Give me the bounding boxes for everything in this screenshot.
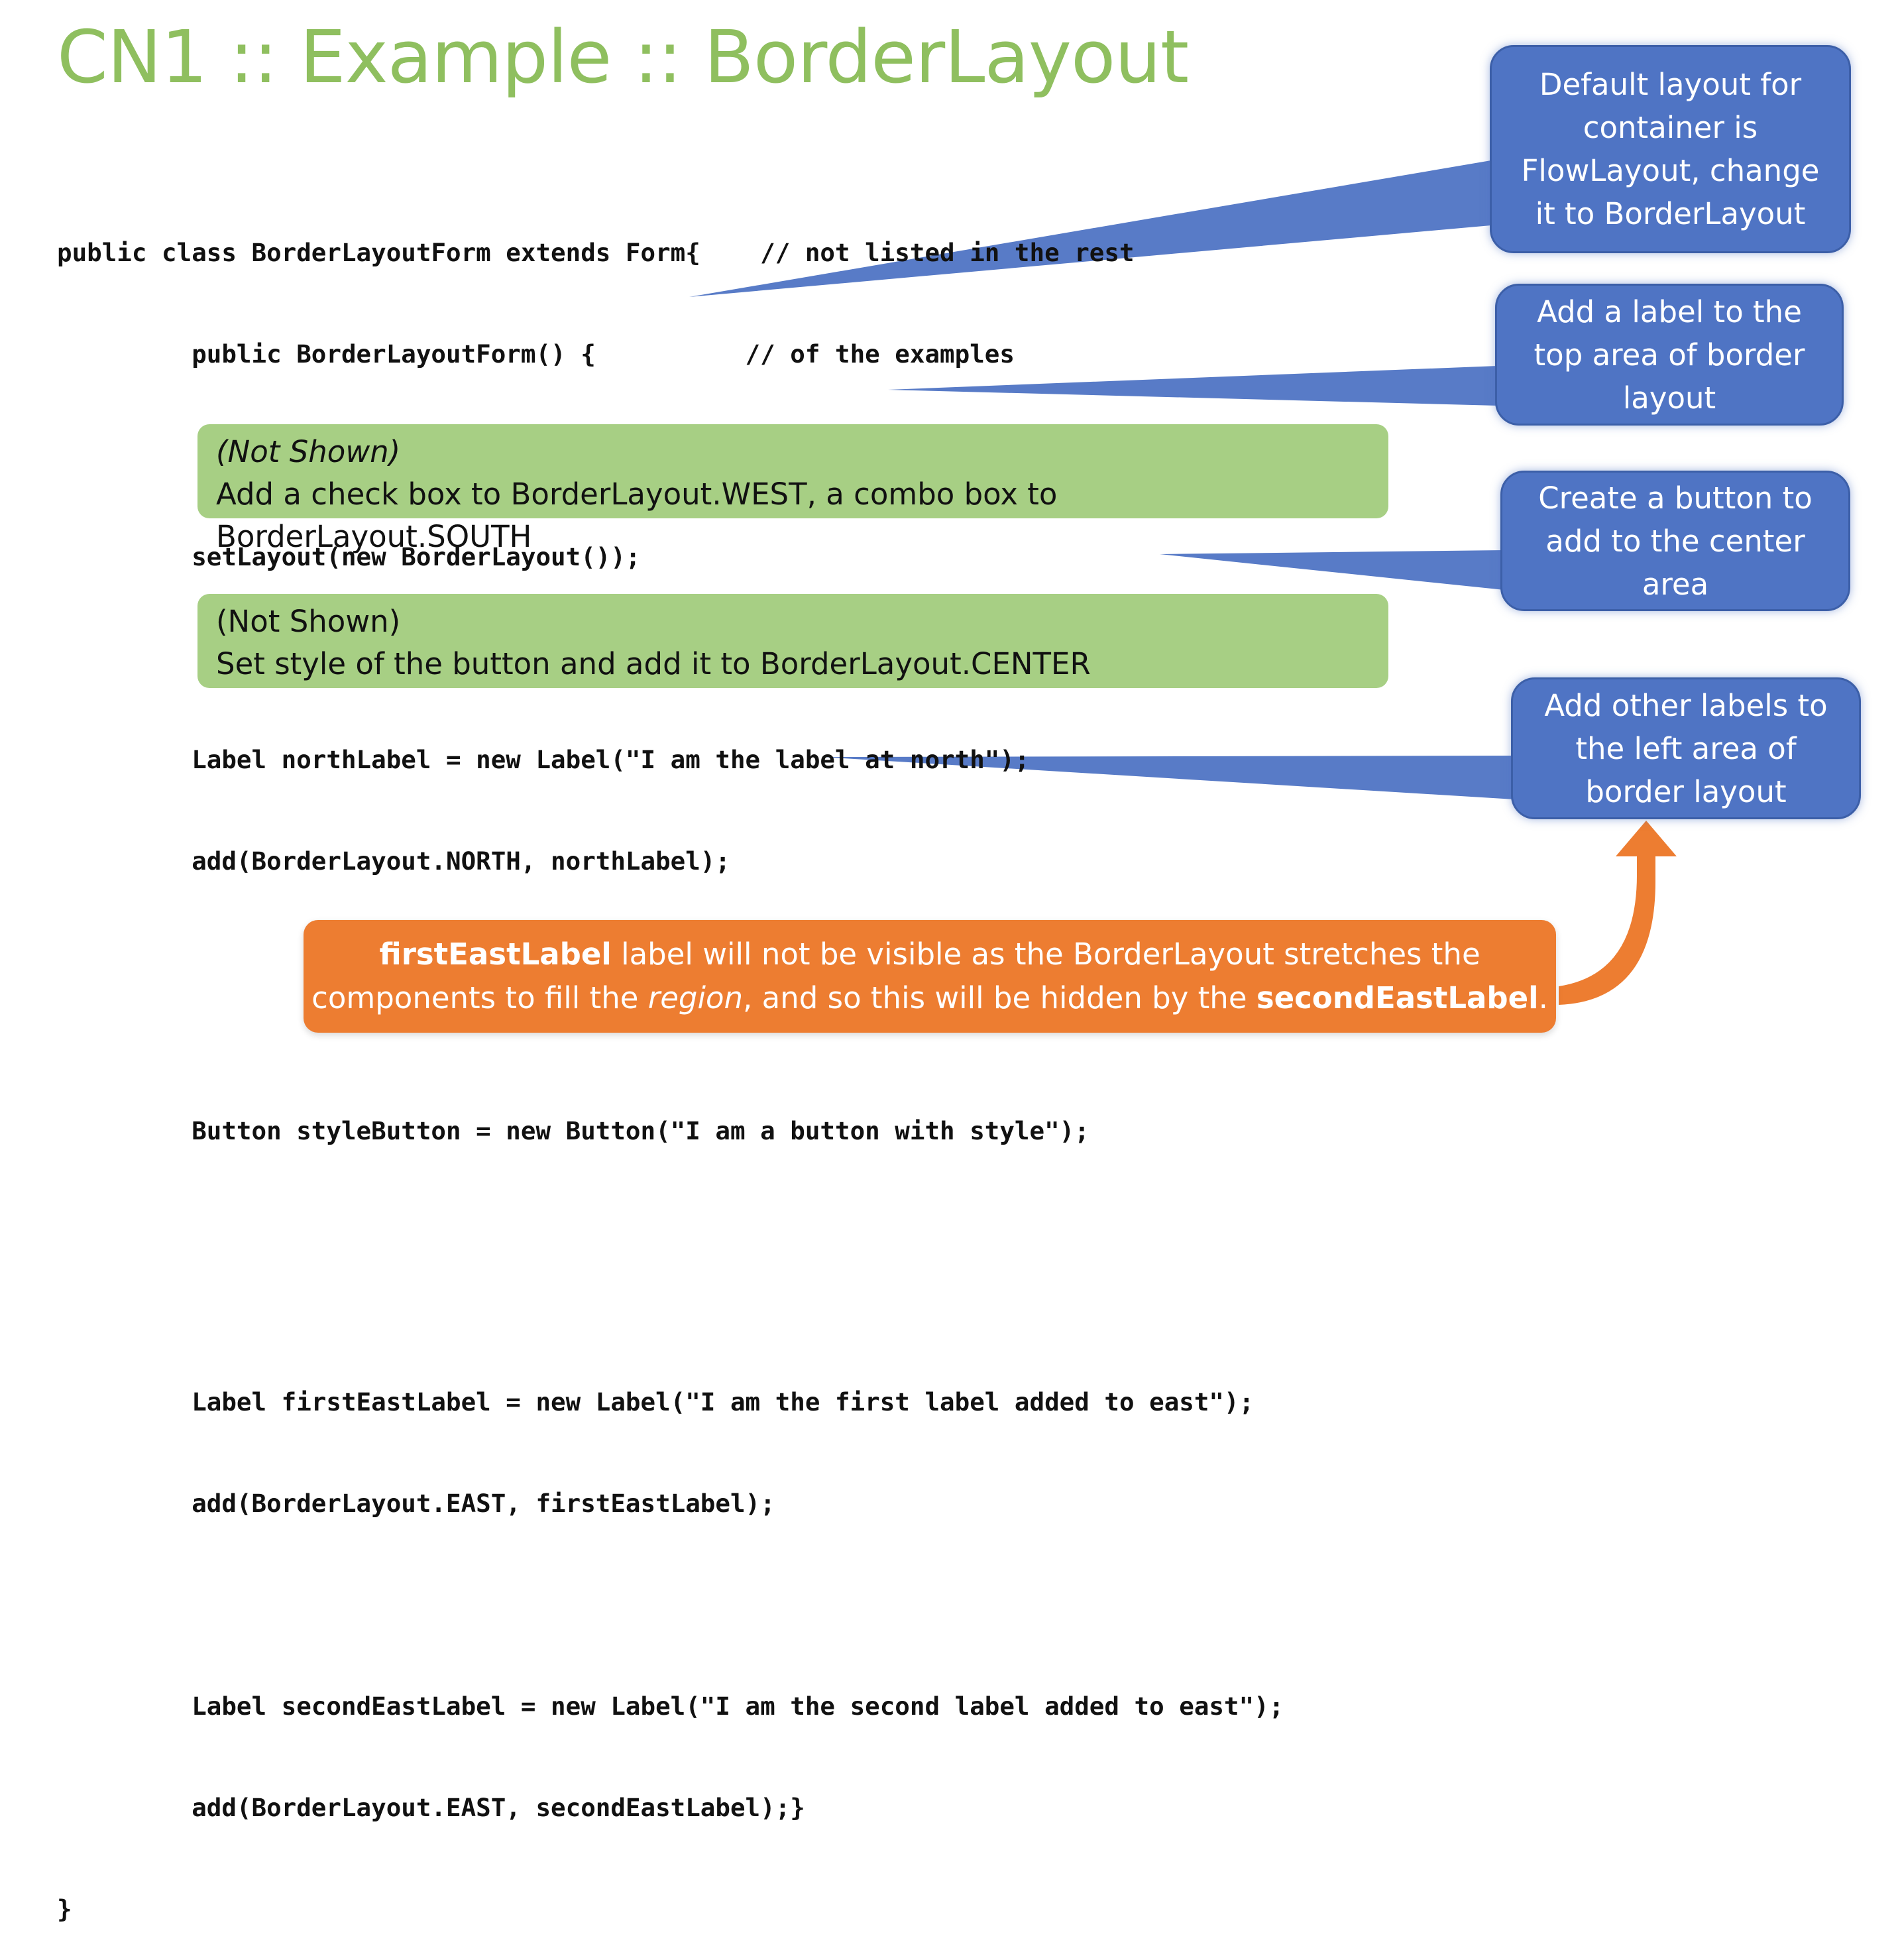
code-line: public class BorderLayoutForm extends Fo…: [57, 238, 1135, 267]
note-text: Set style of the button and add it to Bo…: [216, 646, 1091, 681]
callout-line: it to BorderLayout: [1535, 196, 1806, 231]
callout-line: Create a button to: [1538, 480, 1813, 516]
code-line: add(BorderLayout.NORTH, northLabel);: [57, 846, 730, 876]
callout-line: top area of border: [1534, 337, 1805, 373]
orange-arrow: [1559, 821, 1677, 1005]
callout-line: add to the center: [1545, 523, 1805, 559]
callout-north-label: Add a label to the top area of border la…: [1495, 284, 1844, 426]
callout-line: Add other labels to: [1544, 687, 1828, 723]
visibility-warning-note: firstEastLabel label will not be visible…: [304, 920, 1556, 1033]
callout-line: Add a label to the: [1537, 294, 1802, 329]
code-line: }: [57, 1894, 72, 1924]
callout-line: the left area of: [1575, 730, 1797, 766]
callout-line: border layout: [1585, 774, 1787, 809]
callout-default-layout: Default layout for container is FlowLayo…: [1490, 45, 1851, 253]
callout-line: FlowLayout, change: [1521, 153, 1820, 188]
note-heading: (Not Shown): [216, 434, 401, 469]
code-line: public BorderLayoutForm() { // of the ex…: [57, 339, 1015, 369]
code-line: add(BorderLayout.EAST, secondEastLabel);…: [57, 1793, 805, 1822]
note-heading: (Not Shown): [216, 604, 401, 639]
callout-line: layout: [1622, 380, 1716, 416]
callout-east-labels: Add other labels to the left area of bor…: [1511, 677, 1861, 819]
note-line-2: components to fill the region, and so th…: [311, 980, 1548, 1015]
not-shown-note-1: (Not Shown) Add a check box to BorderLay…: [197, 424, 1388, 554]
note-text: Add a check box to BorderLayout.WEST, a …: [216, 477, 1058, 554]
not-shown-note-2: (Not Shown) Set style of the button and …: [197, 594, 1388, 688]
code-line: Label secondEastLabel = new Label("I am …: [57, 1692, 1284, 1721]
callout-line: container is: [1583, 110, 1758, 145]
slide-title: CN1 :: Example :: BorderLayout: [57, 15, 1189, 99]
code-line: Label firstEastLabel = new Label("I am t…: [57, 1387, 1255, 1416]
note-line-1: firstEastLabel label will not be visible…: [379, 937, 1480, 972]
code-line: Button styleButton = new Button("I am a …: [57, 1116, 1089, 1145]
callout-line: Default layout for: [1539, 67, 1802, 102]
callout-line: area: [1642, 566, 1709, 602]
code-line: setLayout(new BorderLayout());: [57, 542, 641, 571]
callout-center-button: Create a button to add to the center are…: [1500, 471, 1850, 611]
code-line: Label northLabel = new Label("I am the l…: [57, 745, 1030, 774]
code-line: add(BorderLayout.EAST, firstEastLabel);: [57, 1489, 775, 1518]
